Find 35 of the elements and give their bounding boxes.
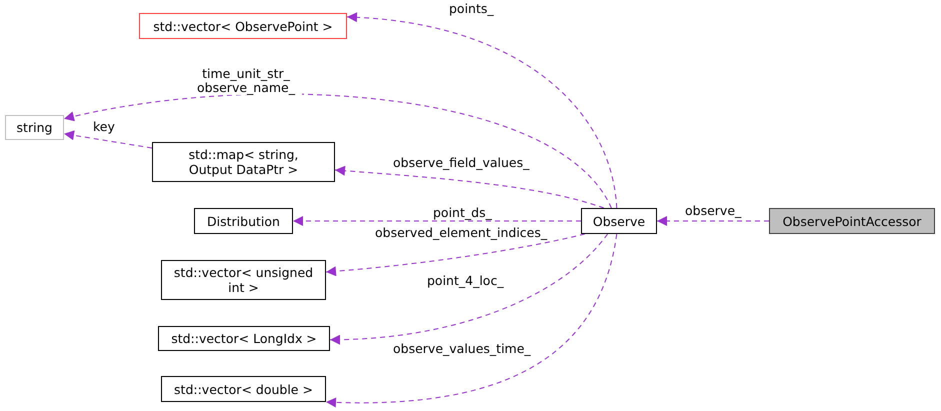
dependency-arrow [656, 216, 770, 226]
class-name: std::map< string, Output DataPtr > [188, 147, 300, 177]
edge-label: observed_element_indices_ [374, 226, 548, 240]
class-box [152, 142, 335, 182]
dependency-arrow [334, 166, 604, 208]
edge-label: point_ds_ [432, 206, 493, 220]
class-name: Observe [592, 214, 646, 228]
dependency-arrow [326, 234, 586, 276]
dependency-arrow [326, 234, 618, 408]
dependency-arrow [64, 130, 152, 148]
class-box [194, 208, 293, 234]
class-box [581, 208, 657, 234]
class-name: std::vector< double > [174, 382, 313, 396]
class-name: ObservePointAccessor [782, 214, 922, 228]
edge-label: points_ [448, 2, 495, 16]
class-box [161, 376, 326, 402]
class-name: Distribution [207, 214, 280, 228]
class-name: string [16, 120, 52, 135]
class-name: std::vector< unsigned int > [172, 265, 314, 295]
class-box [139, 13, 347, 39]
edge-label: point_4_loc_ [426, 274, 505, 288]
class-box [769, 208, 935, 234]
dependency-arrow [64, 94, 612, 208]
edge-label: observe_field_values_ [392, 156, 530, 170]
dependency-arrow [330, 234, 608, 344]
dependency-arrow [346, 12, 618, 208]
edge-label: key [92, 120, 116, 134]
class-name: std::vector< LongIdx > [171, 331, 317, 346]
class-box [5, 115, 64, 140]
class-box [158, 326, 330, 351]
class-box [161, 260, 326, 300]
class-name: std::vector< ObservePoint > [153, 18, 333, 34]
edge-label: observe_ [684, 204, 742, 218]
edge-label: observe_values_time_ [392, 342, 532, 356]
dependency-arrow [292, 216, 582, 226]
